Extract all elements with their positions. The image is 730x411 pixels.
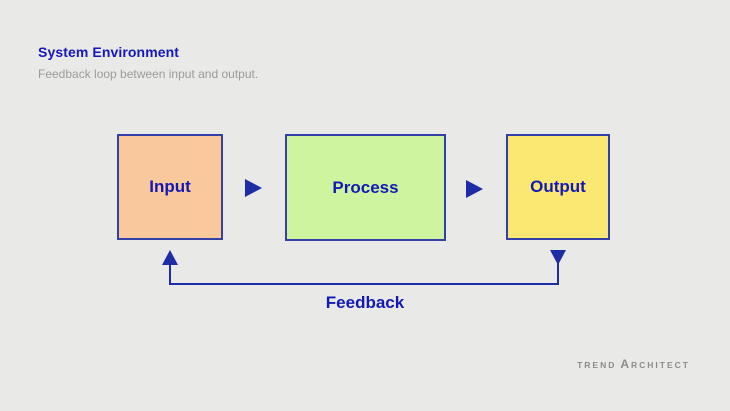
arrow-process-to-output-icon	[466, 180, 483, 198]
feedback-line-right	[557, 263, 559, 285]
page-title: System Environment	[38, 44, 180, 60]
brand-text-trend: TREND	[577, 359, 617, 370]
feedback-line-bottom	[169, 283, 559, 285]
output-node: Output	[506, 134, 610, 240]
brand-logo: TREND A RCHITECT	[577, 357, 690, 371]
header: System Environment Feedback loop between…	[38, 44, 258, 81]
feedback-line-left	[169, 264, 171, 285]
output-node-label: Output	[530, 177, 586, 196]
process-node-label: Process	[332, 177, 399, 197]
arrow-input-to-process-icon	[245, 179, 262, 197]
feedback-arrowhead-down-icon	[550, 250, 566, 265]
brand-text-rchitect: RCHITECT	[631, 359, 690, 370]
input-node: Input	[117, 134, 223, 240]
page-subtitle: Feedback loop between input and output.	[38, 67, 259, 81]
feedback-edge-label: Feedback	[325, 293, 405, 312]
input-node-label: Input	[149, 177, 191, 196]
feedback-arrowhead-up-icon	[162, 250, 178, 265]
process-node: Process	[285, 134, 446, 241]
brand-letter-a: A	[620, 357, 632, 371]
